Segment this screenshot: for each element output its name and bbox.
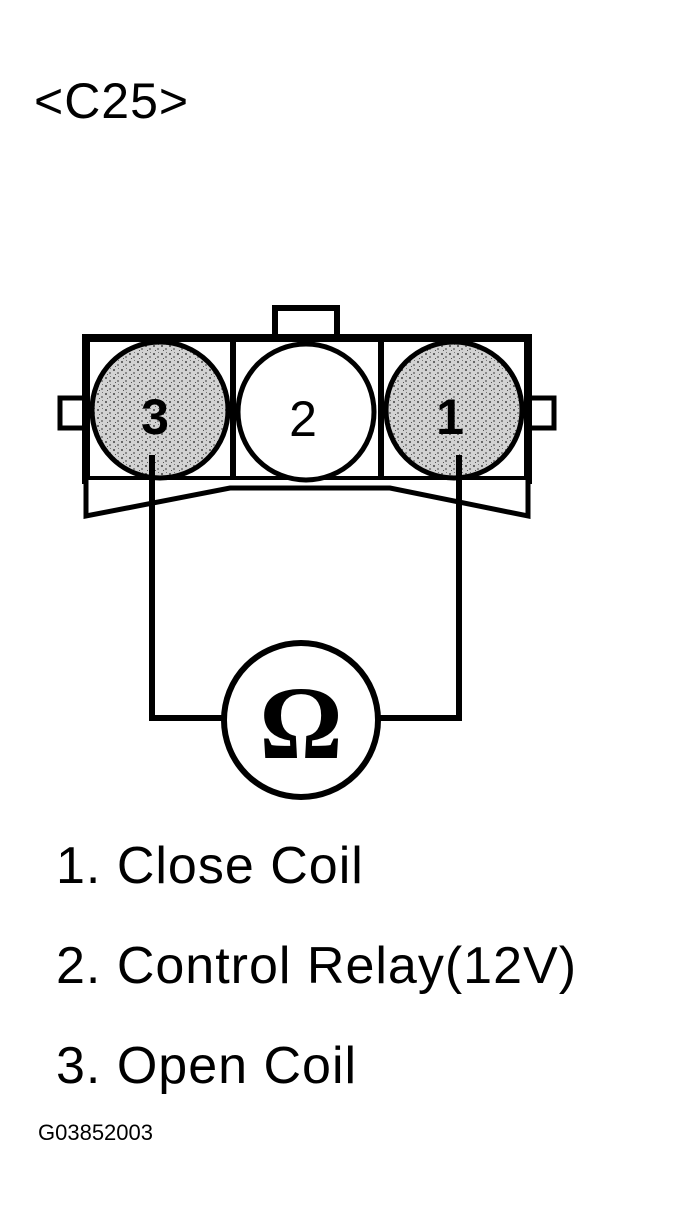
legend-number: 2. [56, 937, 102, 995]
legend-item: 2. Control Relay(12V) [56, 936, 577, 1036]
pin-1-label: 1 [436, 389, 464, 445]
pin-2-terminal [235, 341, 377, 483]
legend-item: 3. Open Coil [56, 1036, 577, 1136]
figure-code: G03852003 [38, 1120, 153, 1145]
connector-skirt [83, 480, 531, 520]
connector-top-tab [272, 305, 340, 341]
legend-text: Close Coil [116, 837, 364, 895]
pin-2-label: 2 [289, 391, 317, 447]
pin-1-terminal [383, 339, 525, 481]
legend-number: 3. [56, 1037, 102, 1095]
ohm-icon: Ω [259, 666, 342, 781]
probe-wire-pin-1 [378, 455, 462, 721]
pin-3-terminal [89, 339, 231, 481]
legend-text: Open Coil [116, 1037, 358, 1095]
ohmmeter-symbol [221, 640, 381, 800]
pin-3-label: 3 [141, 389, 169, 445]
legend-number: 1. [56, 837, 102, 895]
pin-legend: 1. Close Coil 2. Control Relay(12V) 3. O… [56, 836, 577, 1136]
legend-text: Control Relay(12V) [116, 937, 578, 995]
connector-id: <C25> [34, 73, 190, 129]
legend-item: 1. Close Coil [56, 836, 577, 936]
probe-wire-pin-3 [149, 455, 224, 721]
